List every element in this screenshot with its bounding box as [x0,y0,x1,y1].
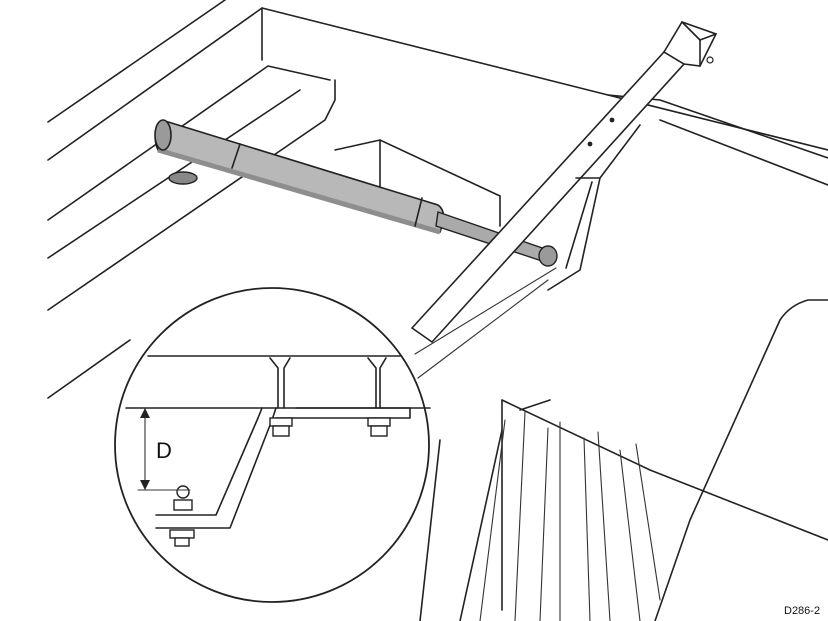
detail-magnifier [114,287,431,603]
deck-slats [479,411,661,621]
detail-leader-lines [414,267,557,379]
dimension-label-d: D [156,438,172,463]
figure-id-label: D286-2 [784,605,820,617]
hydraulic-cylinder [154,119,558,267]
tiller-arm [410,21,718,344]
